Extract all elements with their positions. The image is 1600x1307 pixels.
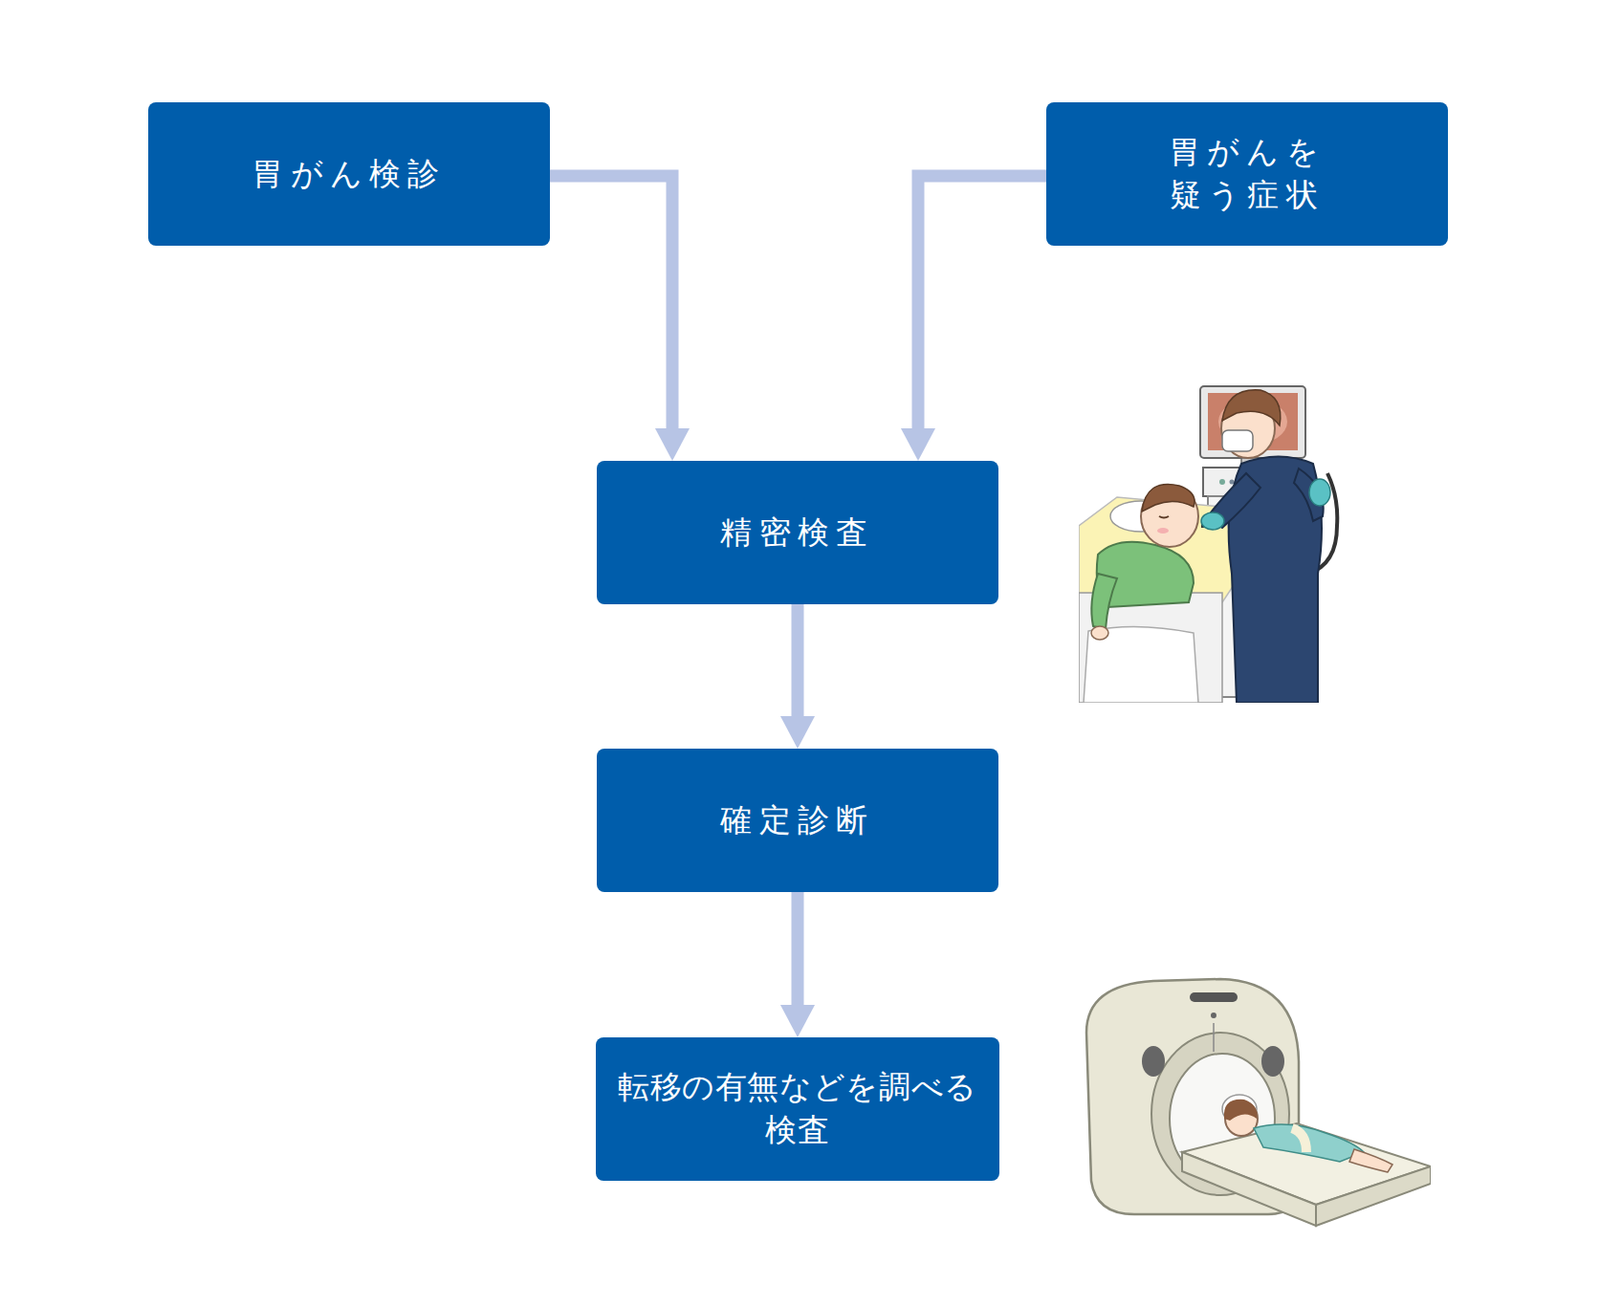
box-label: 胃がん検診 bbox=[251, 153, 446, 197]
box-label: 精密検査 bbox=[720, 511, 875, 555]
metastasis-exam-box: 転移の有無などを調べる 検査 bbox=[595, 1037, 1000, 1182]
box-label: 確定診断 bbox=[720, 799, 875, 843]
diagnosis-box: 確定診断 bbox=[596, 748, 999, 893]
flow-arrow bbox=[549, 175, 690, 461]
detailed-exam-box: 精密検査 bbox=[596, 460, 999, 605]
flow-arrow bbox=[900, 175, 1047, 461]
endoscopy-illustration bbox=[1078, 382, 1376, 703]
ct-scanner-illustration bbox=[1076, 975, 1431, 1263]
box-label: 胃がんを 疑う症状 bbox=[1132, 131, 1362, 217]
box-label: 転移の有無などを調べる 検査 bbox=[610, 1066, 986, 1152]
screening-box: 胃がん検診 bbox=[148, 102, 550, 246]
flow-arrow bbox=[780, 604, 815, 749]
flow-arrow bbox=[780, 892, 815, 1038]
symptom-box: 胃がんを 疑う症状 bbox=[1046, 102, 1448, 246]
